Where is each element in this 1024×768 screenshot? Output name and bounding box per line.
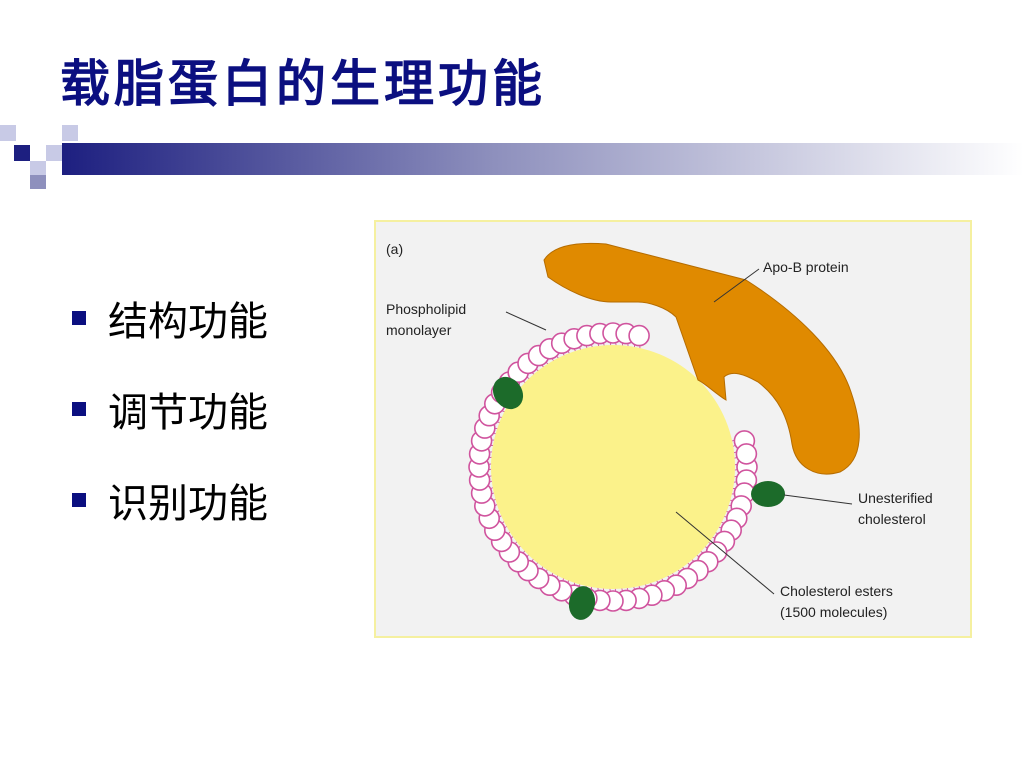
phospholipid-label-line1: Phospholipid [386,301,466,317]
square-bullet-icon [72,492,86,507]
bullet-text: 结构功能 [108,298,268,345]
esters-label-line2: (1500 molecules) [780,604,887,620]
title-decoration [0,125,1024,189]
bullet-list: 结构功能 调节功能 识别功能 [72,272,268,545]
bullet-text: 调节功能 [108,389,268,436]
apo-b-label: Apo-B protein [763,259,849,275]
bullet-text: 识别功能 [108,480,268,527]
panel-label: (a) [386,241,403,257]
bullet-item: 识别功能 [72,454,268,545]
decoration-square [14,145,30,161]
cholesterol-molecule [751,481,785,507]
apo-b-leader [713,268,760,303]
cholesterol-label-line1: Unesterified [858,490,933,506]
decoration-square [30,161,46,177]
square-bullet-icon [72,310,86,325]
decoration-square [46,145,62,161]
slide-title: 载脂蛋白的生理功能 [60,54,546,113]
phospholipid-head [735,443,758,465]
leader-lines [505,268,853,595]
cholesterol-leader [783,494,853,505]
apo-b-protein [543,242,860,475]
decoration-square [62,125,78,141]
monolayer-leader [505,311,547,331]
decoration-square [0,125,16,141]
phospholipid-head [628,324,650,347]
decoration-bar [62,143,1024,175]
decoration-square [30,175,46,189]
lipid-core [491,345,735,589]
square-bullet-icon [72,401,86,416]
lipoprotein-figure: (a) Apo-B protein Phospholipid monolayer… [374,220,972,638]
bullet-item: 结构功能 [72,272,268,363]
bullet-item: 调节功能 [72,363,268,454]
phospholipid-label-line2: monolayer [386,322,452,338]
esters-label-line1: Cholesterol esters [780,583,893,599]
cholesterol-molecule [568,586,596,620]
lipoprotein-diagram: (a) Apo-B protein Phospholipid monolayer… [386,241,933,620]
cholesterol-molecule [492,376,524,410]
cholesterol-label-line2: cholesterol [858,511,926,527]
esters-leader [675,511,775,595]
